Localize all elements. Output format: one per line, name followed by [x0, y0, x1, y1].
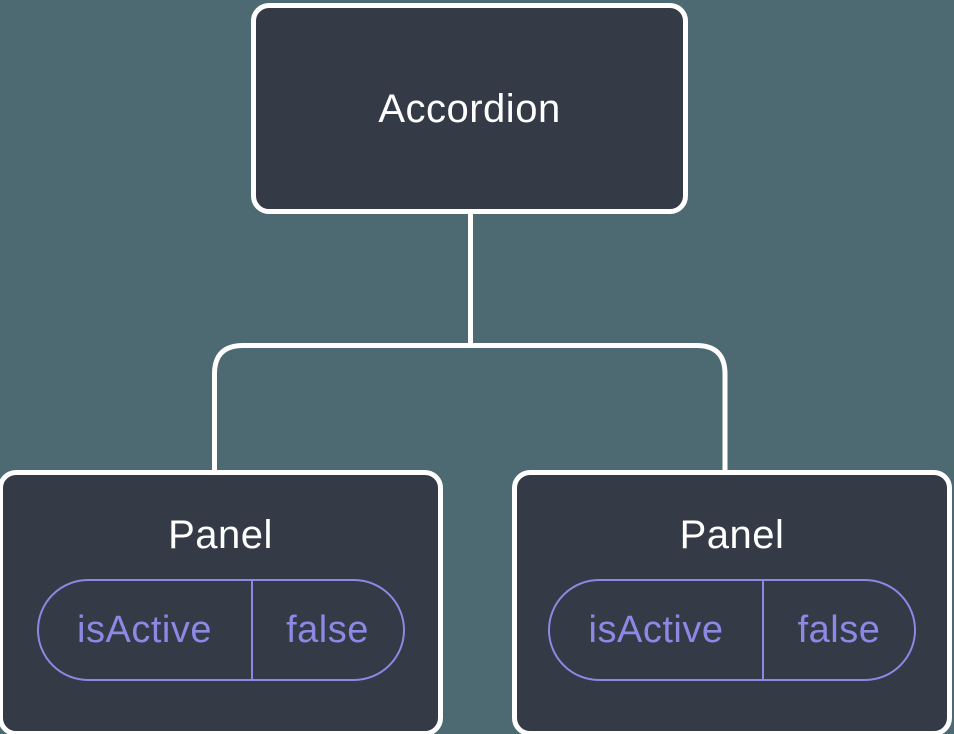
state-name: isActive [550, 581, 764, 679]
state-name: isActive [39, 581, 253, 679]
node-title: Panel [168, 513, 273, 557]
component-node-accordion: Accordion [251, 3, 688, 214]
state-value: false [797, 608, 881, 651]
connector-branch [212, 343, 728, 470]
node-title: Accordion [378, 86, 561, 131]
state-pill: isActive false [548, 579, 916, 681]
node-title: Panel [679, 513, 785, 557]
component-node-panel-right: Panel isActive false [512, 470, 952, 734]
component-node-panel-left: Panel isActive false [0, 470, 443, 734]
state-pill: isActive false [36, 579, 405, 681]
state-value: false [286, 608, 369, 651]
